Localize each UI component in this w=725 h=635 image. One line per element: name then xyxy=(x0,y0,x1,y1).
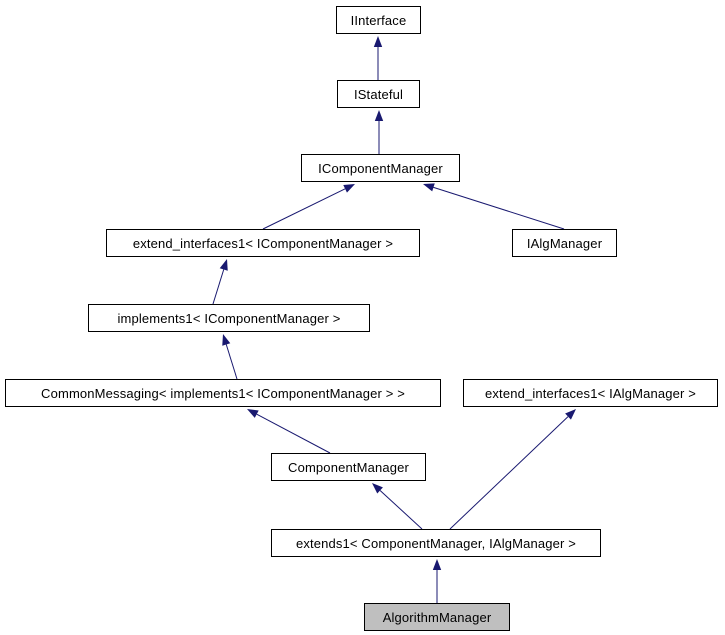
edge-commonmessaging-implements1-arrowhead-icon xyxy=(222,334,231,346)
class-node-extend-interfaces1-icomponentmanager[interactable]: extend_interfaces1< IComponentManager > xyxy=(106,229,420,257)
class-node-algorithmmanager[interactable]: AlgorithmManager xyxy=(364,603,510,631)
class-node-label: IComponentManager xyxy=(318,160,443,176)
class-node-ialgmanager[interactable]: IAlgManager xyxy=(512,229,617,257)
class-node-iinterface[interactable]: IInterface xyxy=(336,6,421,34)
edge-implements1-extend-interfaces1-icm-arrowhead-icon xyxy=(219,259,228,271)
edge-algorithmmanager-extends1-arrowhead-icon xyxy=(432,559,442,570)
class-node-label: extend_interfaces1< IAlgManager > xyxy=(485,385,696,401)
edge-commonmessaging-implements1 xyxy=(225,344,238,380)
edge-extend-interfaces1-icm-icomponentmanager xyxy=(262,188,346,230)
edge-extends1-componentmanager xyxy=(379,490,423,530)
class-node-extend-interfaces1-ialgmanager[interactable]: extend_interfaces1< IAlgManager > xyxy=(463,379,718,407)
class-node-istateful[interactable]: IStateful xyxy=(337,80,420,108)
class-node-label: implements1< IComponentManager > xyxy=(117,310,341,326)
class-node-label: CommonMessaging< implements1< IComponent… xyxy=(41,385,405,401)
edge-extends1-componentmanager-arrowhead-icon xyxy=(372,483,383,494)
class-node-extends1-componentmanager-ialgmanager[interactable]: extends1< ComponentManager, IAlgManager … xyxy=(271,529,601,557)
edge-istateful-iinterface-arrowhead-icon xyxy=(373,36,383,47)
class-node-componentmanager[interactable]: ComponentManager xyxy=(271,453,426,481)
class-node-label: extends1< ComponentManager, IAlgManager … xyxy=(295,535,577,551)
edge-componentmanager-commonmessaging xyxy=(256,413,331,454)
edge-extend-interfaces1-icm-icomponentmanager-arrowhead-icon xyxy=(343,184,355,193)
edge-componentmanager-commonmessaging-arrowhead-icon xyxy=(247,409,259,418)
class-node-implements1-icomponentmanager[interactable]: implements1< IComponentManager > xyxy=(88,304,370,332)
class-node-label: IStateful xyxy=(353,86,404,102)
edge-ialgmanager-icomponentmanager-arrowhead-icon xyxy=(423,183,435,192)
class-node-label: AlgorithmManager xyxy=(382,609,492,625)
edge-implements1-extend-interfaces1-icm xyxy=(212,269,225,305)
edge-extends1-extend-interfaces1-ialg-arrowhead-icon xyxy=(565,409,576,420)
edge-icomponentmanager-istateful-arrowhead-icon xyxy=(374,110,384,121)
class-node-icomponentmanager[interactable]: IComponentManager xyxy=(301,154,460,182)
edge-ialgmanager-icomponentmanager xyxy=(433,186,565,230)
edge-extends1-extend-interfaces1-ialg xyxy=(449,416,569,530)
class-node-label: IAlgManager xyxy=(526,235,603,251)
class-node-commonmessaging-implements1-icomponentmanager[interactable]: CommonMessaging< implements1< IComponent… xyxy=(5,379,441,407)
class-node-label: IInterface xyxy=(350,12,407,28)
class-node-label: extend_interfaces1< IComponentManager > xyxy=(132,235,394,251)
class-node-label: ComponentManager xyxy=(288,459,409,475)
